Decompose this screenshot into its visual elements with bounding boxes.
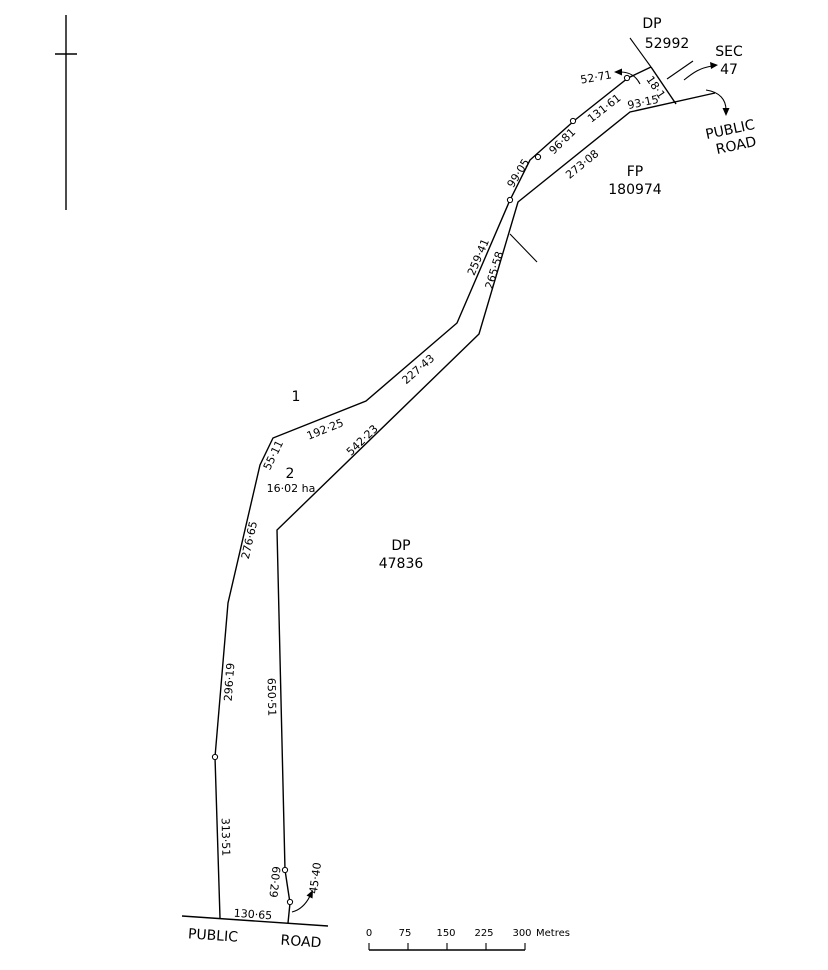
label-lot-2-area: 16·02 ha xyxy=(267,482,316,495)
scale-tick-300: 300 xyxy=(512,928,531,939)
label-public-road-s-a: PUBLIC xyxy=(187,926,238,945)
boundary-fp-spur xyxy=(509,233,538,263)
dim-542-23: 542·23 xyxy=(344,422,381,458)
survey-mark xyxy=(211,753,219,761)
dim-273-08: 273·08 xyxy=(563,147,601,181)
dim-192-25: 192·25 xyxy=(305,416,346,442)
scale-tick-75: 75 xyxy=(399,928,412,939)
dim-313-51: 313·51 xyxy=(219,818,233,857)
label-dp-52992-a: DP xyxy=(642,16,661,32)
label-sec-a: SEC xyxy=(715,44,743,60)
scale-unit: Metres xyxy=(536,928,570,939)
survey-mark xyxy=(281,866,289,874)
survey-mark xyxy=(534,153,542,161)
label-lot-1: 1 xyxy=(292,389,301,405)
label-lot-2: 2 xyxy=(286,466,295,482)
boundary-ne-closing xyxy=(650,66,677,105)
scale-tick-0: 0 xyxy=(366,928,372,939)
label-sec-b: 47 xyxy=(720,62,738,78)
survey-mark xyxy=(569,117,577,125)
label-dp-47836-b: 47836 xyxy=(379,556,424,572)
scale-bar: 0 75 150 225 300 Metres xyxy=(366,928,570,951)
dim-296-19: 296·19 xyxy=(222,662,238,701)
label-public-road-s-b: ROAD xyxy=(280,933,322,952)
lot-boundary-west xyxy=(214,66,652,919)
dim-650-51: 650·51 xyxy=(265,678,279,717)
survey-mark xyxy=(286,898,294,906)
boundary-dp52992-line xyxy=(629,37,652,68)
scale-tick-225: 225 xyxy=(474,928,493,939)
north-point xyxy=(55,15,77,210)
label-dp-52992-b: 52992 xyxy=(645,36,690,52)
dim-93-15: 93·15 xyxy=(626,93,660,112)
label-fp-a: FP xyxy=(627,164,644,180)
label-fp-b: 180974 xyxy=(608,182,662,198)
survey-mark xyxy=(623,74,631,82)
lot-boundary-east xyxy=(276,92,716,904)
scale-tick-150: 150 xyxy=(436,928,455,939)
survey-marks xyxy=(211,74,631,906)
label-dp-47836-a: DP xyxy=(391,538,410,554)
dim-130-65: 130·65 xyxy=(233,907,272,923)
dim-227-43: 227·43 xyxy=(400,352,438,387)
boundary-south-closing xyxy=(287,902,291,924)
survey-mark xyxy=(506,196,514,204)
dim-276-65: 276·65 xyxy=(239,520,260,560)
dim-45-40: 45·40 xyxy=(307,862,324,895)
public-road-south-line xyxy=(181,915,329,927)
dim-99-05: 99·05 xyxy=(505,156,533,190)
boundary-sec47-line xyxy=(666,60,694,80)
callout-arrows xyxy=(291,62,730,913)
dim-52-71: 52·71 xyxy=(579,68,612,86)
dim-60-29: 60·29 xyxy=(266,866,282,899)
